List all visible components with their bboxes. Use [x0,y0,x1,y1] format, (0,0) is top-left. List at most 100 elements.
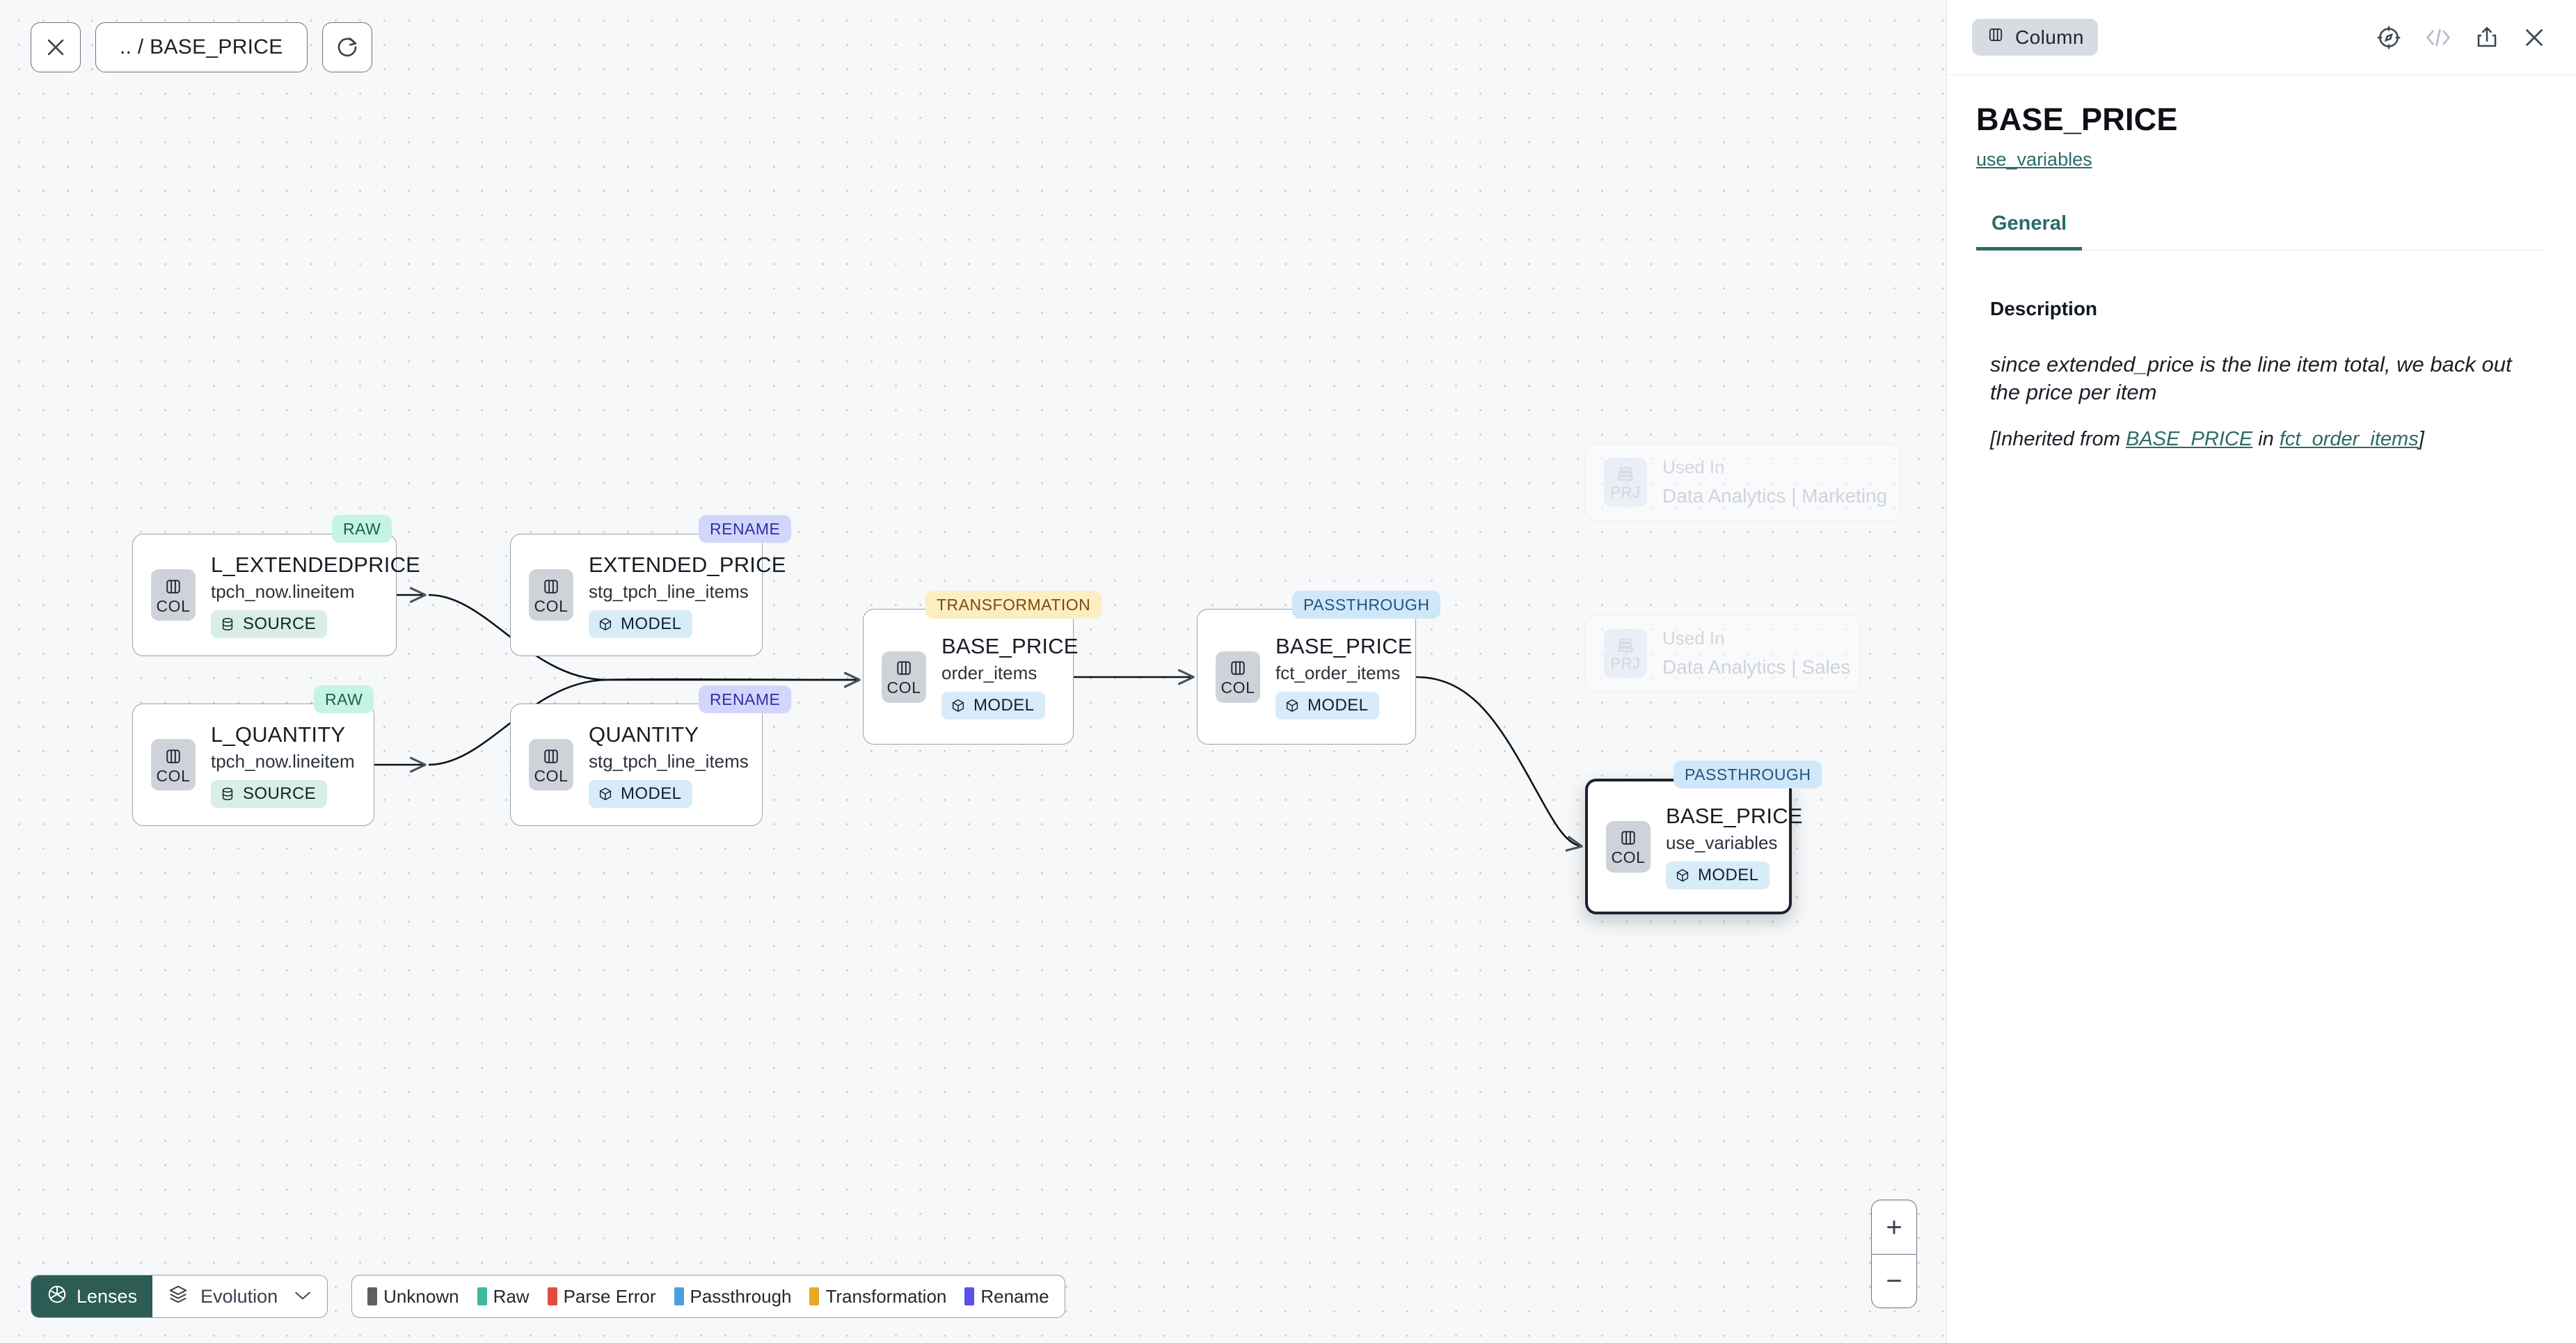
node-badge-rename: RENAME [699,685,792,714]
details-panel-header: Column [1947,0,2576,75]
used-in-kicker: Used In [1662,456,1725,478]
panel-tabs: General [1976,212,2547,251]
node-pill-label: MODEL [621,784,682,803]
node-title: L_EXTENDEDPRICE [211,552,421,577]
description-label: Description [1990,297,2098,319]
lineage-node[interactable]: COL L_EXTENDEDPRICE tpch_now.lineitem SO… [132,534,420,656]
layers-icon [168,1284,189,1310]
zoom-out-button[interactable]: − [1872,1254,1916,1308]
evolution-dropdown[interactable]: Evolution [152,1276,327,1317]
node-badge-passthrough: PASSTHROUGH [1292,591,1441,619]
node-subtitle: stg_tpch_line_items [589,580,749,602]
column-icon: COL [529,739,573,790]
used-in-node[interactable]: PRJ Used In Data Analytics | Sales [1585,614,1861,692]
lineage-node[interactable]: COL BASE_PRICE fct_order_items MODEL [1197,609,1416,745]
inherited-prefix: [Inherited from [1990,428,2126,451]
legend-item-passthrough[interactable]: Passthrough [674,1286,791,1308]
chevron-down-icon [294,1287,312,1305]
node-subtitle: tpch_now.lineitem [211,750,355,772]
legend-label: Raw [493,1285,530,1307]
node-pill-label: MODEL [973,696,1035,715]
column-icon: COL [151,569,196,621]
inherited-column-link[interactable]: BASE_PRICE [2126,428,2253,451]
node-badge-raw: RAW [314,685,374,714]
node-title: L_QUANTITY [211,722,346,747]
column-chip-label: COL [534,596,569,615]
node-subtitle: fct_order_items [1275,662,1401,683]
lenses-label: Lenses [77,1285,138,1307]
legend-label: Transformation [825,1285,947,1307]
lineage-node-selected[interactable]: COL BASE_PRICE use_variables MODEL [1585,779,1803,914]
zoom-in-button[interactable]: + [1886,1211,1902,1243]
legend-item-transformation[interactable]: Transformation [809,1286,946,1308]
node-pill-model: MODEL [1666,861,1770,889]
column-icon: COL [1216,651,1260,703]
node-pill-label: MODEL [1307,696,1369,715]
legend-swatch [674,1287,684,1305]
lenses-group: Lenses Evolution [31,1275,328,1318]
column-chip-label: COL [1611,848,1646,866]
canvas-toolbar: .. / BASE_PRICE [31,22,372,72]
used-in-title: Data Analytics | Sales [1662,656,1851,678]
inherited-model-link[interactable]: fct_order_items [2279,428,2419,451]
node-badge-rename: RENAME [699,515,792,543]
node-pill-model: MODEL [1275,692,1380,720]
entity-type-label: Column [2015,26,2084,48]
column-chip-label: COL [534,766,569,785]
lineage-node[interactable]: COL BASE_PRICE order_items MODEL [863,609,1079,745]
legend-item-raw[interactable]: Raw [477,1286,530,1308]
evolution-label: Evolution [200,1285,278,1307]
project-chip-label: PRJ [1610,483,1641,501]
details-panel: Column BASE_PRICE use_variables [1946,0,2576,1343]
node-subtitle: use_variables [1666,832,1778,853]
description-section: Description since extended_price is the … [1976,298,2547,452]
node-badge-passthrough: PASSTHROUGH [1673,761,1822,789]
legend-label: Unknown [383,1285,459,1307]
node-title: QUANTITY [589,722,699,747]
lineage-legend: Unknown Raw Parse Error Passthrough Tran… [351,1275,1065,1318]
canvas-bottom-bar: Lenses Evolution Unknown [31,1275,1065,1318]
used-in-title: Data Analytics | Marketing [1662,485,1888,507]
legend-label: Rename [980,1285,1049,1307]
node-subtitle: stg_tpch_line_items [589,750,749,772]
close-icon[interactable] [31,22,81,72]
lineage-node[interactable]: COL EXTENDED_PRICE stg_tpch_line_items M… [510,534,786,656]
legend-item-parse-error[interactable]: Parse Error [547,1286,656,1308]
lineage-node[interactable]: COL L_QUANTITY tpch_now.lineitem SOURCE [132,704,374,826]
explore-compass-icon[interactable] [2376,24,2402,51]
lineage-node[interactable]: COL QUANTITY stg_tpch_line_items MODEL [510,704,763,826]
inherited-suffix: ] [2418,428,2424,451]
node-subtitle: order_items [941,662,1037,683]
column-chip-label: COL [887,678,921,697]
legend-item-unknown[interactable]: Unknown [367,1286,459,1308]
legend-item-rename[interactable]: Rename [964,1286,1049,1308]
node-badge-raw: RAW [332,515,392,543]
inherited-mid: in [2252,428,2280,451]
share-icon[interactable] [2474,25,2499,50]
entity-type-chip: Column [1972,19,2098,56]
refresh-icon[interactable] [321,22,372,72]
node-pill-source: SOURCE [211,610,328,638]
used-in-node[interactable]: PRJ Used In Data Analytics | Marketing [1585,443,1901,521]
legend-swatch [547,1287,557,1305]
lineage-canvas[interactable]: .. / BASE_PRICE PRJ Used In Data Analyti… [0,0,1946,1343]
close-panel-icon[interactable] [2522,25,2547,50]
description-text: since extended_price is the line item to… [1990,351,2512,405]
node-title: BASE_PRICE [1666,804,1803,828]
column-chip-label: COL [1221,678,1255,697]
column-icon [1986,25,2005,49]
project-icon: PRJ [1604,458,1647,507]
legend-swatch [809,1287,820,1305]
column-chip-label: COL [156,766,191,785]
column-icon: COL [151,739,196,790]
node-title: EXTENDED_PRICE [589,552,786,577]
node-pill-label: MODEL [1698,866,1759,884]
project-chip-label: PRJ [1610,654,1641,672]
lenses-button[interactable]: Lenses [31,1276,153,1317]
breadcrumb[interactable]: .. / BASE_PRICE [95,22,308,72]
tab-general[interactable]: General [1976,212,2082,251]
node-title: BASE_PRICE [941,634,1079,658]
model-link[interactable]: use_variables [1976,149,2092,170]
node-pill-label: MODEL [621,614,682,633]
